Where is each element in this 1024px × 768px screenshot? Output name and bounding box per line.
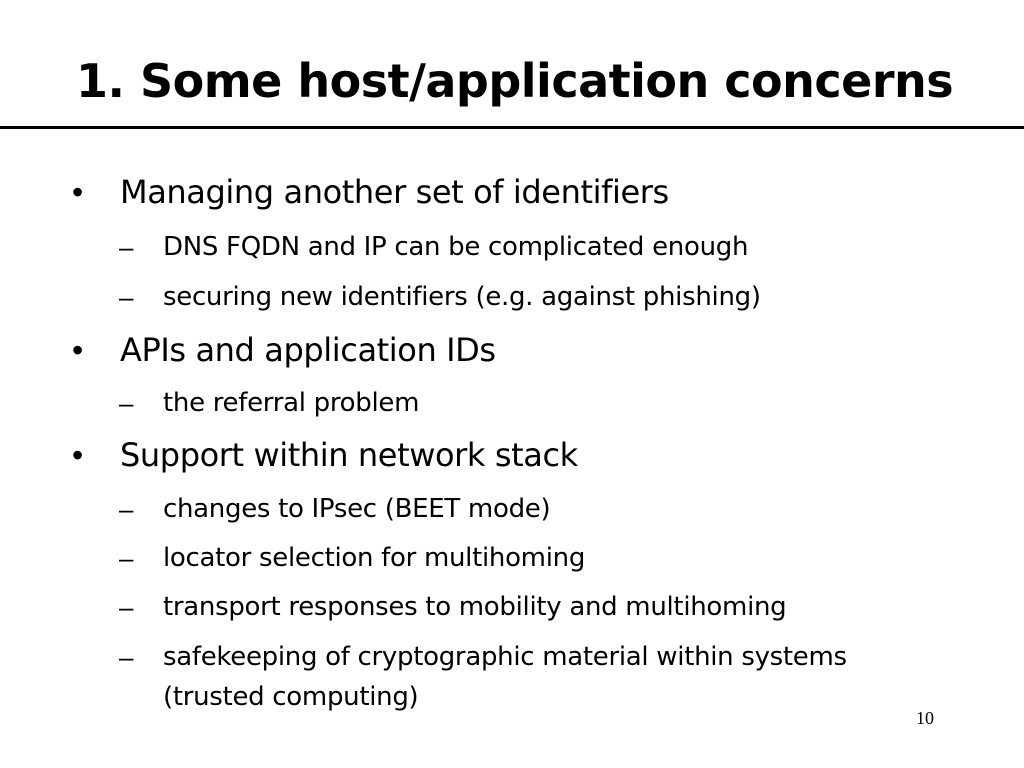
bullet-text: Managing another set of identifiers <box>120 173 669 211</box>
bullet-marker: • <box>72 437 83 473</box>
bullet-marker: • <box>72 332 83 368</box>
sub-bullet-text: DNS FQDN and IP can be complicated enoug… <box>163 232 749 262</box>
sub-bullet-marker: – <box>119 642 134 672</box>
title-divider <box>0 126 1024 129</box>
sub-bullet-text: securing new identifiers (e.g. against p… <box>163 282 761 312</box>
sub-bullet-text: transport responses to mobility and mult… <box>163 592 787 622</box>
bullet-text: APIs and application IDs <box>120 331 496 369</box>
slide-title: 1. Some host/application concerns <box>76 54 954 108</box>
sub-bullet-marker: – <box>119 232 134 262</box>
page-number: 10 <box>916 708 934 728</box>
bullet-text: Support within network stack <box>120 436 578 474</box>
sub-bullet-marker: – <box>119 282 134 312</box>
sub-bullet-text: changes to IPsec (BEET mode) <box>163 494 551 524</box>
sub-bullet-text: safekeeping of cryptographic material wi… <box>163 642 847 713</box>
sub-bullet-text: the referral problem <box>163 388 420 418</box>
sub-bullet-text: locator selection for multihoming <box>163 543 586 573</box>
sub-bullet-marker: – <box>119 592 134 622</box>
bullet-marker: • <box>72 174 83 210</box>
sub-bullet-marker: – <box>119 388 134 418</box>
sub-bullet-marker: – <box>119 494 134 524</box>
sub-bullet-marker: – <box>119 543 134 573</box>
